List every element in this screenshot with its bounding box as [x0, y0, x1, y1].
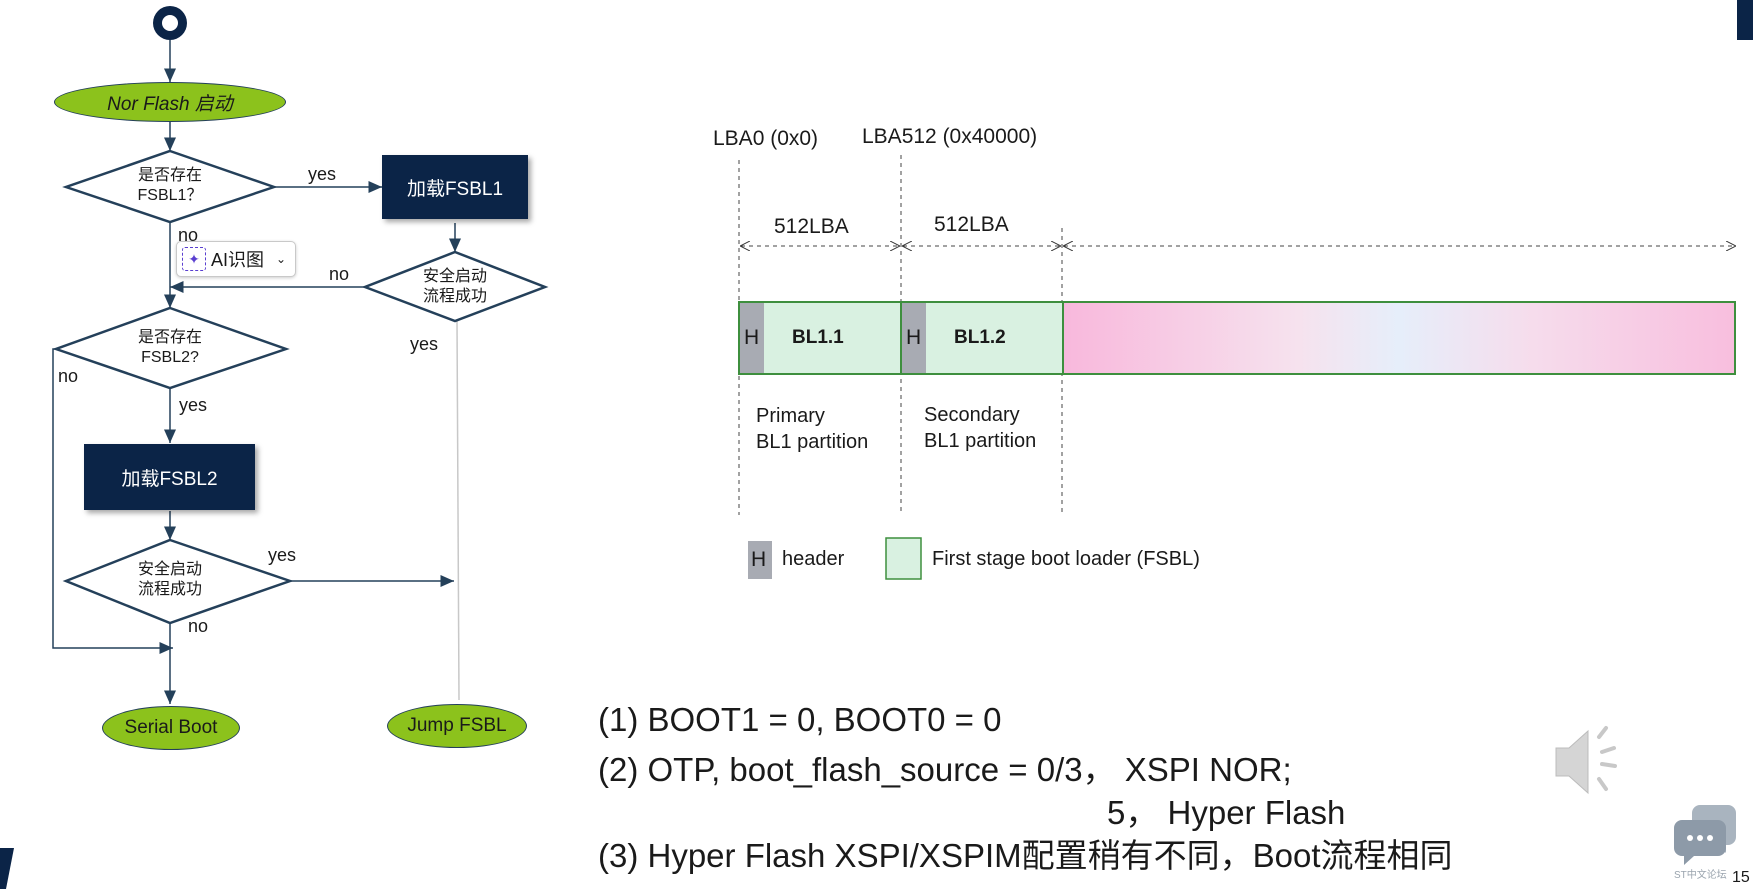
- secure1-yes-line: [456, 320, 460, 701]
- watermark-text: ST中文论坛: [1674, 870, 1727, 881]
- yes-label-fsbl1: yes: [308, 164, 337, 184]
- legend-header-swatch: [748, 541, 772, 579]
- serial-boot-label: Serial Boot: [124, 717, 218, 738]
- start-nor-flash-node: Nor Flash 启动: [54, 82, 286, 122]
- load-fsbl2-box: 加载FSBL2: [84, 444, 255, 510]
- bl11-header-letter: H: [744, 326, 760, 349]
- bl12-block: [900, 301, 1064, 375]
- remaining-area-block: [1062, 301, 1736, 375]
- jump-fsbl-label: Jump FSBL: [407, 715, 507, 736]
- boot-step-2-continued: 5， Hyper Flash: [1107, 794, 1346, 831]
- page-number: 15: [1732, 869, 1750, 886]
- flow-connectors: [52, 40, 461, 704]
- decision-fsbl2-diamond: [52, 306, 290, 390]
- no-label-secure2: no: [188, 616, 209, 636]
- bl12-header: [902, 303, 926, 373]
- load-fsbl1-box: 加载FSBL1: [382, 155, 528, 219]
- ai-chip-label: AI识图: [211, 250, 265, 270]
- no-label-secure1: no: [329, 264, 350, 284]
- decision-secure2-text: 安全启动 流程成功: [137, 561, 202, 598]
- legend-fsbl-swatch: [885, 537, 922, 580]
- ai-recognize-chip[interactable]: ✦ AI识图 ⌄: [176, 241, 296, 277]
- decision-fsbl2-text: 是否存在 FSBL2?: [137, 329, 202, 366]
- primary-partition-label: Primary BL1 partition: [756, 405, 869, 453]
- legend-fsbl-text: First stage boot loader (FSBL): [932, 548, 1200, 570]
- chevron-down-icon: ⌄: [276, 252, 287, 266]
- ai-sparkle-icon: ✦: [182, 247, 206, 271]
- size1-label: 512LBA: [774, 215, 849, 238]
- legend-header-letter: H: [751, 548, 767, 571]
- boot-step-3: (3) Hyper Flash XSPI/XSPIM配置稍有不同，Boot流程相…: [598, 837, 1453, 874]
- no-label-fsbl1: no: [178, 225, 199, 245]
- yes-label-fsbl2: yes: [179, 395, 208, 415]
- speaker-icon[interactable]: [1555, 726, 1617, 795]
- lba0-label: LBA0 (0x0): [713, 127, 819, 150]
- corner-bar: [1737, 0, 1753, 40]
- start-title: Nor Flash 启动: [107, 93, 233, 115]
- secondary-partition-label: Secondary BL1 partition: [924, 404, 1037, 452]
- decision-shapes: [52, 149, 549, 625]
- yes-label-secure2: yes: [268, 545, 297, 565]
- yes-label-secure1: yes: [410, 334, 439, 354]
- boot-step-2: (2) OTP, boot_flash_source = 0/3， XSPI N…: [598, 751, 1292, 788]
- bl12-header-letter: H: [906, 326, 922, 349]
- bl11-header: [740, 303, 764, 373]
- jump-fsbl-node: Jump FSBL: [387, 704, 527, 748]
- lba512-label: LBA512 (0x40000): [862, 125, 1038, 148]
- bl11-label: BL1.1: [792, 327, 844, 348]
- load-fsbl2-label: 加载FSBL2: [121, 468, 218, 490]
- load-fsbl1-label: 加载FSBL1: [406, 178, 504, 200]
- boot-step-1: (1) BOOT1 = 0, BOOT0 = 0: [598, 701, 1002, 738]
- decision-secure1-diamond: [361, 250, 549, 323]
- start-node: [153, 6, 187, 40]
- legend-header-text: header: [782, 548, 845, 570]
- size2-label: 512LBA: [934, 213, 1009, 236]
- bl12-label: BL1.2: [954, 327, 1006, 348]
- bl11-block: [738, 301, 902, 375]
- chat-bubble-icon[interactable]: [1674, 805, 1736, 865]
- decision-fsbl1-text: 是否存在 FSBL1？: [137, 167, 203, 204]
- st-logo-icon: [0, 848, 14, 889]
- decision-fsbl1-diamond: [62, 149, 278, 224]
- serial-boot-node: Serial Boot: [102, 706, 240, 750]
- no-label-fsbl2: no: [58, 366, 79, 386]
- decision-secure1-text: 安全启动 流程成功: [422, 268, 487, 305]
- decision-secure2-diamond: [62, 538, 294, 625]
- memory-blocks: [738, 301, 1736, 375]
